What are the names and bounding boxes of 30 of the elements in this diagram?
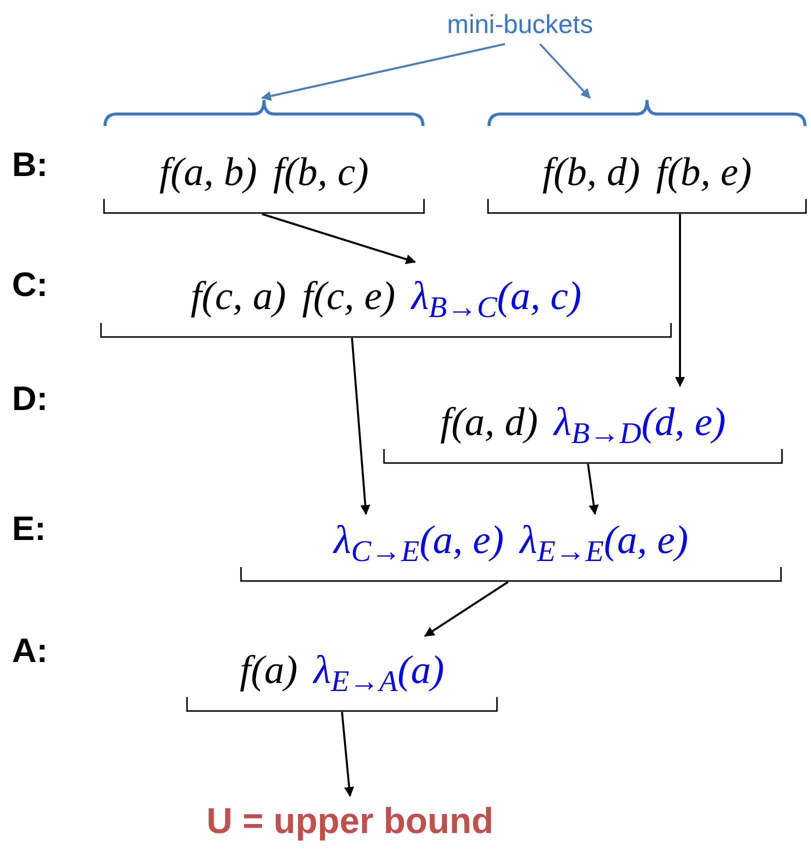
- arrow: [351, 338, 370, 515]
- bucket-variable-label: E:: [12, 512, 46, 546]
- bucket-variable-label: A:: [12, 634, 48, 668]
- arrow: [424, 581, 509, 637]
- arrow: [341, 712, 354, 797]
- bucket: [487, 98, 807, 214]
- factor: λ$_{E→E}$(a, e): [520, 516, 688, 566]
- factor: f(c, e): [302, 272, 396, 320]
- mini-buckets-label: mini-buckets: [447, 8, 593, 40]
- bucket-variable-label: C:: [12, 268, 48, 302]
- factor: f(b, d): [542, 148, 640, 196]
- factor: λ$_{E→A}$(a): [314, 646, 444, 696]
- factor: f(b, e): [656, 148, 752, 196]
- arrow: [675, 214, 685, 387]
- factor: λ$_{C→E}$(a, e): [334, 516, 504, 566]
- factor: λ$_{B→C}$(a, c): [411, 272, 582, 322]
- factor: f(a, b): [159, 148, 258, 196]
- arrow: [262, 213, 416, 264]
- upper-bound-result: U = upper bound: [206, 799, 494, 843]
- bucket-variable-label: B:: [12, 148, 48, 182]
- factor: f(c, a): [190, 272, 286, 320]
- factor: λ$_{B→D}$(d, e): [554, 398, 726, 448]
- bucket: [103, 98, 425, 214]
- factor: f(b, c): [273, 148, 369, 196]
- arrow: [587, 464, 599, 515]
- factor: f(a, d): [440, 398, 538, 446]
- bucket-variable-label: D:: [12, 382, 48, 416]
- factor: f(a): [240, 646, 298, 694]
- arrow: [539, 43, 591, 99]
- arrow: [261, 43, 506, 101]
